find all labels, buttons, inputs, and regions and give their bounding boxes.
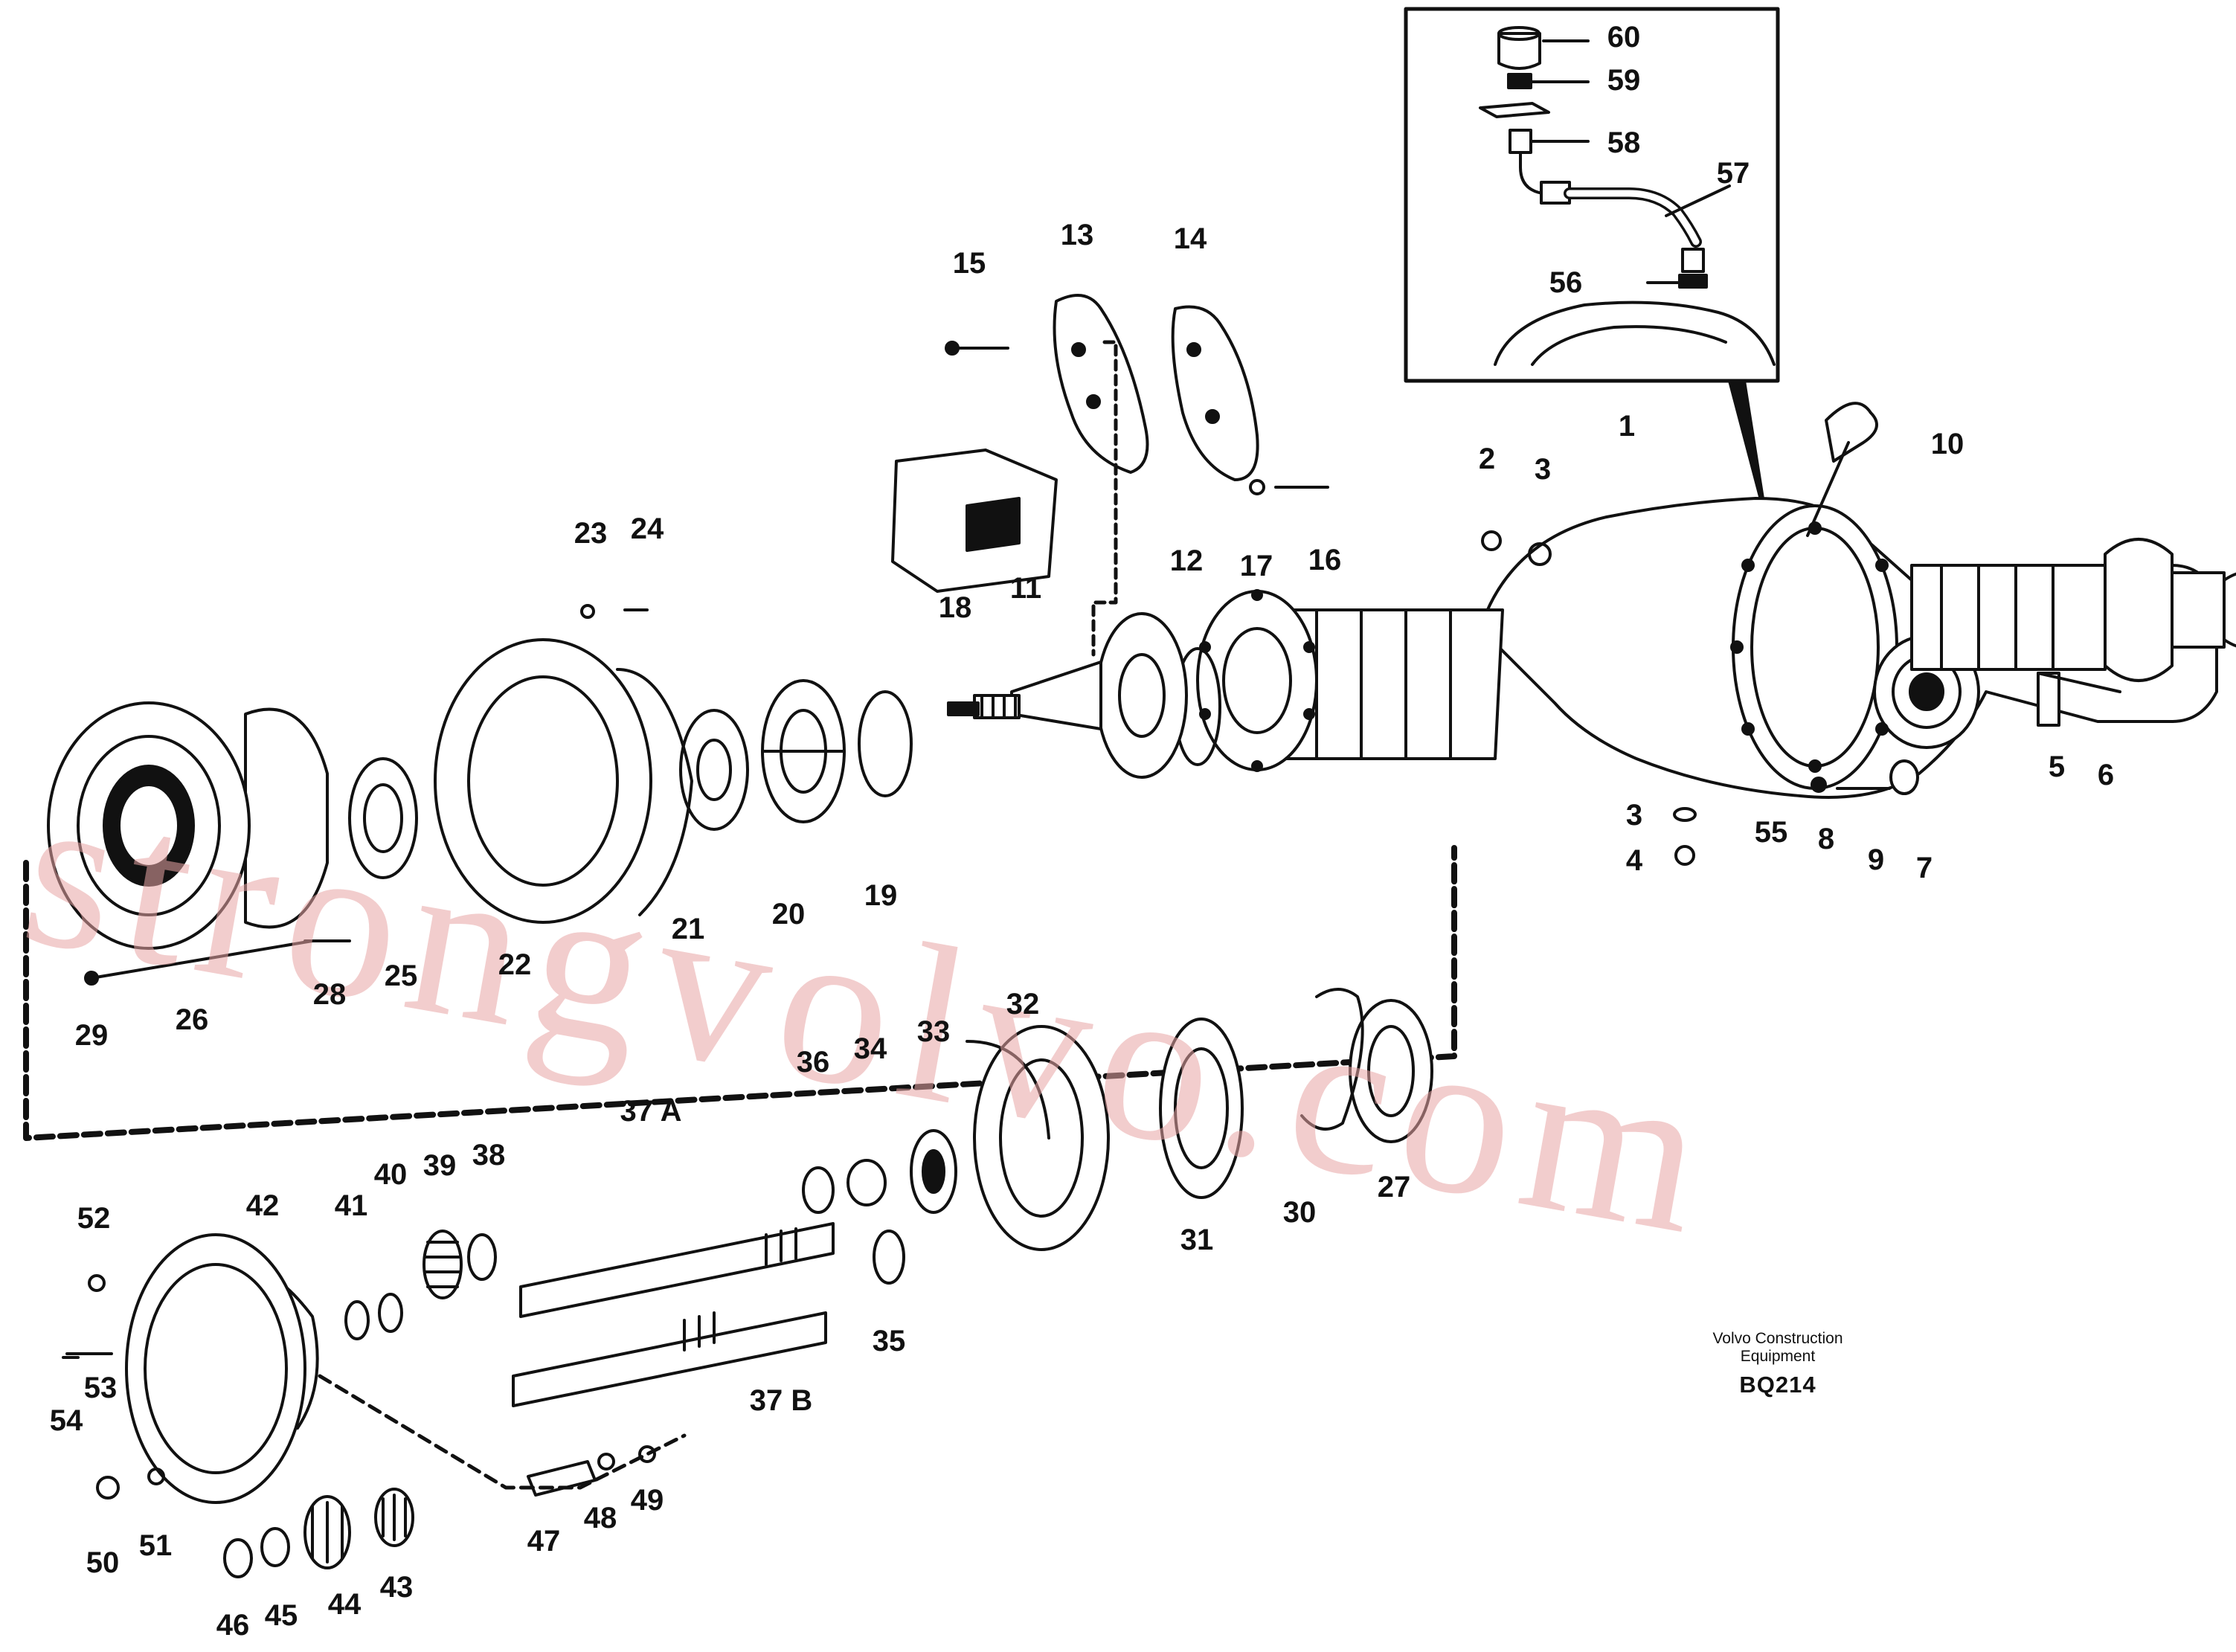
callout-3-lower: 3 bbox=[1625, 799, 1643, 832]
callout-41: 41 bbox=[334, 1189, 368, 1222]
callout-1: 1 bbox=[1618, 410, 1636, 443]
callout-17: 17 bbox=[1239, 550, 1273, 582]
callout-6: 6 bbox=[2097, 759, 2115, 791]
callout-56: 56 bbox=[1549, 266, 1583, 299]
caption-line-1: Volvo Construction bbox=[1712, 1330, 1843, 1347]
drawing-code: BQ214 bbox=[1739, 1372, 1816, 1398]
callout-53: 53 bbox=[83, 1372, 118, 1404]
spindle bbox=[947, 612, 1188, 779]
callout-55: 55 bbox=[1754, 816, 1788, 849]
planet-carrier bbox=[125, 1233, 319, 1504]
callout-33: 33 bbox=[916, 1015, 951, 1048]
callout-22: 22 bbox=[498, 948, 532, 981]
callout-26: 26 bbox=[175, 1003, 209, 1036]
callout-21: 21 bbox=[671, 913, 705, 945]
callout-57: 57 bbox=[1716, 157, 1750, 190]
callout-29: 29 bbox=[74, 1019, 109, 1052]
callout-54: 54 bbox=[49, 1404, 83, 1437]
callout-52: 52 bbox=[77, 1202, 111, 1235]
callout-18: 18 bbox=[938, 591, 972, 624]
callout-24: 24 bbox=[630, 512, 664, 545]
callout-3-upper: 3 bbox=[1534, 453, 1552, 486]
callout-58: 58 bbox=[1607, 126, 1641, 159]
callout-48: 48 bbox=[583, 1502, 617, 1534]
callout-60: 60 bbox=[1607, 21, 1641, 54]
callout-15: 15 bbox=[952, 247, 986, 280]
callout-23: 23 bbox=[574, 517, 608, 550]
callout-40: 40 bbox=[373, 1158, 408, 1191]
callout-39: 39 bbox=[423, 1149, 457, 1182]
callout-49: 49 bbox=[630, 1484, 664, 1517]
callout-10: 10 bbox=[1930, 428, 1964, 460]
callout-8: 8 bbox=[1817, 823, 1835, 855]
caption-line-2: Equipment bbox=[1740, 1348, 1816, 1365]
caliper-brackets bbox=[1053, 294, 1259, 481]
callout-37a: 37 A bbox=[620, 1095, 682, 1128]
callout-20: 20 bbox=[771, 898, 806, 931]
breather-inset bbox=[1404, 7, 1780, 383]
callout-38: 38 bbox=[472, 1139, 506, 1171]
callout-46: 46 bbox=[216, 1609, 250, 1642]
callout-28: 28 bbox=[312, 978, 347, 1011]
callout-27: 27 bbox=[1377, 1171, 1411, 1203]
callout-35: 35 bbox=[872, 1325, 906, 1357]
callout-50: 50 bbox=[86, 1546, 120, 1579]
callout-19: 19 bbox=[864, 879, 898, 912]
callout-12: 12 bbox=[1169, 544, 1204, 577]
callout-37b: 37 B bbox=[749, 1384, 813, 1417]
callout-45: 45 bbox=[264, 1599, 298, 1632]
callout-32: 32 bbox=[1006, 988, 1040, 1021]
left-axle-arm bbox=[1196, 589, 1504, 772]
callout-36: 36 bbox=[796, 1046, 830, 1079]
callout-34: 34 bbox=[853, 1032, 887, 1065]
axle-housing bbox=[1479, 497, 2236, 799]
wheel-hub bbox=[47, 701, 329, 950]
callout-47: 47 bbox=[527, 1525, 561, 1558]
callout-51: 51 bbox=[138, 1529, 173, 1562]
callout-4: 4 bbox=[1625, 844, 1643, 877]
callout-5: 5 bbox=[2048, 751, 2066, 783]
callout-2: 2 bbox=[1478, 443, 1496, 475]
callout-7: 7 bbox=[1915, 852, 1933, 884]
callout-14: 14 bbox=[1173, 222, 1207, 255]
brake-disc bbox=[434, 638, 693, 924]
callout-42: 42 bbox=[245, 1189, 280, 1222]
callout-16: 16 bbox=[1308, 544, 1342, 576]
callout-44: 44 bbox=[327, 1588, 362, 1621]
drawing-caption: Volvo Construction Equipment BQ214 bbox=[1644, 1330, 1912, 1398]
callout-25: 25 bbox=[384, 960, 418, 992]
callout-43: 43 bbox=[379, 1571, 414, 1604]
callout-31: 31 bbox=[1180, 1224, 1214, 1256]
callout-9: 9 bbox=[1867, 843, 1885, 876]
callout-59: 59 bbox=[1607, 64, 1641, 97]
callout-30: 30 bbox=[1282, 1196, 1317, 1229]
callout-11: 11 bbox=[1009, 572, 1042, 605]
callout-13: 13 bbox=[1060, 219, 1094, 251]
